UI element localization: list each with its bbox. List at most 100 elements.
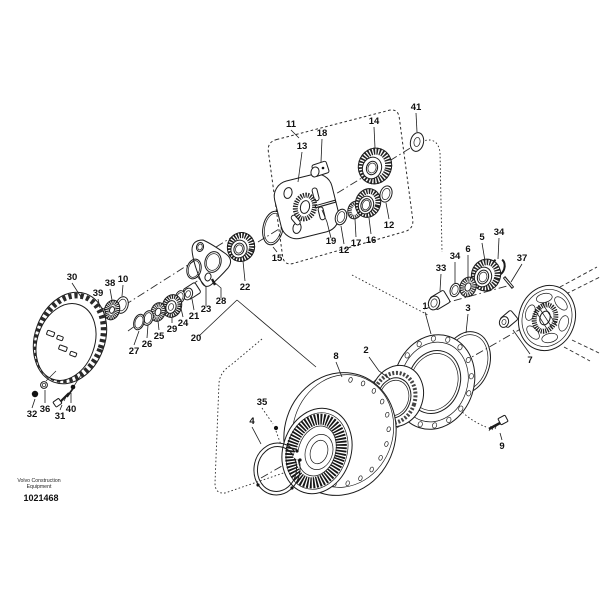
- plug-32: [31, 390, 39, 398]
- part-label-12: 12: [339, 245, 350, 256]
- leader-line-41: [415, 112, 418, 133]
- part-label-38: 38: [105, 278, 116, 289]
- part-label-28: 28: [216, 296, 227, 307]
- bolt-hole: [345, 480, 350, 487]
- leader-line-16: [368, 217, 372, 235]
- leader-line-34: [497, 237, 500, 260]
- part-label-25: 25: [154, 331, 165, 342]
- part-label-2: 2: [363, 345, 368, 356]
- bolt-hole: [416, 341, 422, 348]
- leader-line-3: [465, 313, 469, 334]
- planet-carrier-13: [273, 173, 340, 240]
- bolt-hole: [430, 335, 436, 342]
- leader-line-25: [157, 320, 160, 331]
- bushing-33: [427, 290, 451, 311]
- bolt-9: [488, 414, 509, 432]
- leader-line-7: [512, 329, 531, 355]
- leader-line-1: [424, 311, 432, 335]
- bolt-hole: [458, 405, 464, 412]
- leader-line-22: [242, 260, 246, 282]
- carrier-plate-20: [191, 239, 232, 287]
- bolt-hole: [380, 398, 385, 405]
- leader-line-32: [31, 398, 36, 409]
- part-label-31: 31: [55, 411, 66, 422]
- gear-29: [161, 294, 183, 318]
- leader-line-30: [71, 282, 82, 298]
- planet-gear-16: [354, 188, 382, 218]
- part-label-5: 5: [479, 232, 485, 243]
- leader-line-15: [272, 246, 278, 253]
- leader-line-9: [499, 432, 503, 441]
- part-label-21: 21: [189, 311, 200, 322]
- leader-line-13: [297, 151, 303, 183]
- bolt-hole: [384, 441, 389, 447]
- leader-line-26: [146, 324, 149, 339]
- pin-19: [314, 199, 337, 209]
- part-label-32: 32: [27, 409, 38, 420]
- leader-line-18: [320, 138, 323, 163]
- hub-flange: [517, 266, 600, 362]
- leader-line-35: [261, 407, 274, 425]
- part-label-9: 9: [499, 441, 504, 452]
- leader-line-12: [340, 225, 345, 245]
- bolt-hole: [348, 377, 353, 383]
- part-label-27: 27: [129, 346, 140, 357]
- brand-line-2: Equipment: [27, 484, 52, 490]
- bearing-6: [459, 276, 477, 298]
- ring-34-left: [449, 282, 461, 298]
- leader-line-31: [59, 404, 63, 411]
- leader-line-14: [373, 126, 376, 149]
- bolt-hole: [536, 292, 553, 304]
- bolt-hole: [371, 388, 377, 394]
- leader-line-28: [213, 281, 222, 298]
- leader-line-21: [191, 298, 195, 311]
- bolt-hole: [554, 296, 568, 311]
- part-label-3: 3: [465, 303, 470, 314]
- bolt-hole: [386, 426, 391, 433]
- leader-line-38: [109, 288, 113, 301]
- leader-line-39: [97, 298, 101, 309]
- snap-ring-4: [253, 442, 304, 496]
- planet-gear-14: [357, 147, 393, 185]
- bolt-hole: [457, 344, 463, 351]
- bolt-31: [52, 392, 70, 408]
- bolt-hole: [404, 352, 410, 359]
- pin-37: [502, 276, 515, 289]
- part-label-36: 36: [40, 404, 51, 415]
- part-label-37: 37: [517, 253, 528, 264]
- washer-12-left: [334, 208, 348, 226]
- part-label-26: 26: [142, 339, 153, 350]
- part-label-11: 11: [286, 119, 297, 130]
- bolt-hole: [468, 373, 474, 380]
- washer-12-right: [379, 185, 393, 203]
- part-label-34: 34: [450, 251, 461, 262]
- part-label-34: 34: [494, 227, 505, 238]
- part-label-1: 1: [422, 301, 428, 312]
- pin-28: [210, 278, 217, 286]
- leader-line-33: [439, 273, 442, 292]
- pin-40: [66, 384, 76, 398]
- part-label-6: 6: [465, 244, 470, 255]
- subassembly-box-11: [267, 109, 414, 265]
- gear-5: [470, 258, 502, 292]
- bolt-hole: [558, 315, 569, 332]
- leader-line-2: [368, 356, 391, 380]
- bolt-hole: [358, 475, 363, 482]
- part-label-13: 13: [297, 141, 308, 152]
- leader-line-19: [321, 209, 332, 239]
- part-label-16: 16: [366, 235, 377, 246]
- leader-line-20: [198, 299, 238, 337]
- bolt-hole: [369, 466, 374, 473]
- part-label-10: 10: [118, 274, 129, 285]
- bolt-hole: [432, 422, 438, 429]
- part-label-30: 30: [67, 272, 78, 283]
- part-label-35: 35: [257, 397, 268, 408]
- leader-line-24: [179, 303, 184, 318]
- figure-number: 1021468: [23, 493, 58, 503]
- part-label-40: 40: [66, 404, 77, 415]
- bolt-hole: [445, 336, 451, 343]
- pin-18: [310, 160, 330, 178]
